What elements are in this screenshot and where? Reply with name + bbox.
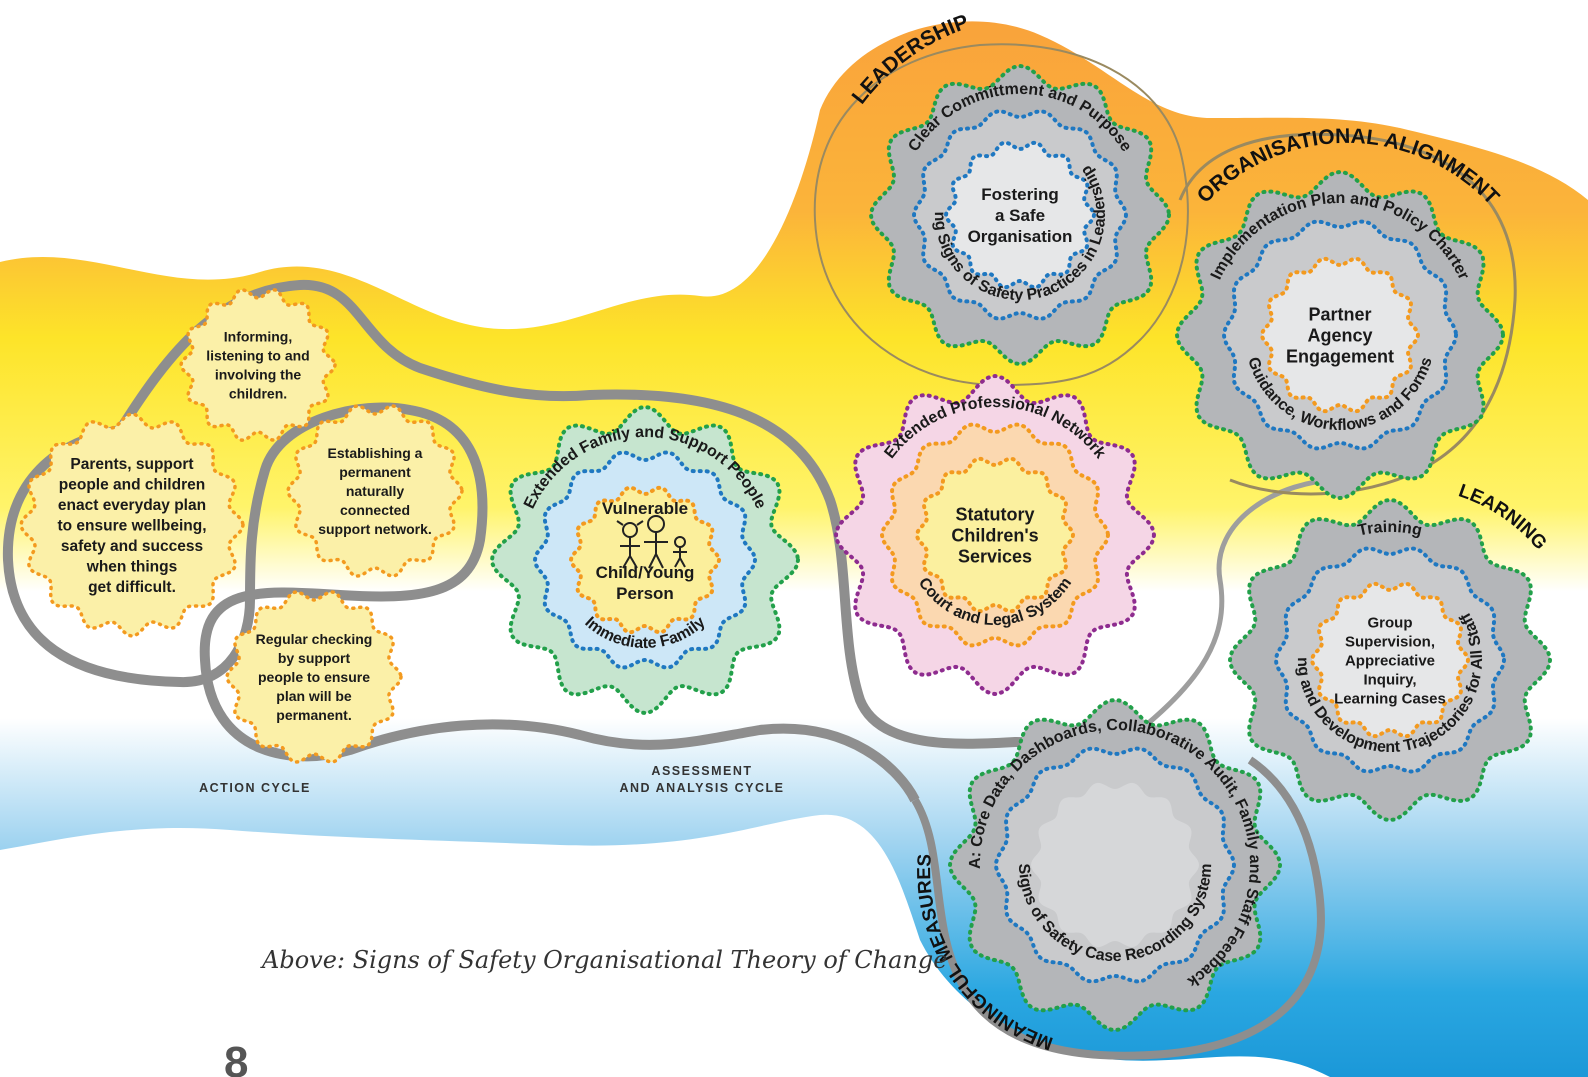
bubble-establishing-line-3: naturally [346,483,405,499]
bubble-establishing-line-4: connected [340,502,410,518]
bubble-establishing-line-1: Establishing a [328,445,423,461]
family-stick-figures-icon [616,515,687,569]
action-cycle-loop [2,279,1102,803]
bubble-parents-line-2: people and children [59,476,205,493]
bubble-regular-line-2: by support [278,650,351,666]
bubble-regular-line-5: permanent. [276,707,351,723]
assessment-cycle-loop [911,756,1325,1060]
family-center-line-2: Child/Young [596,563,695,582]
bubble-informing-shape [179,288,337,442]
bubble-establishing-shape [286,404,464,578]
bubble-informing-line-4: children. [229,385,287,401]
bubble-regular-line-3: people to ensure [258,669,370,685]
bubble-establishing-line-2: permanent [339,464,411,480]
bubble-parents-line-3: enact everyday plan [58,497,206,514]
learning-center-line-5: Learning Cases [1334,690,1446,707]
bubble-informing-line-3: involving the [215,366,302,382]
page-number: 8 [224,1038,248,1077]
professional-center [914,456,1076,614]
family-center-line-3: Person [616,584,674,603]
bubble-parents-line-6: when things [86,558,177,575]
professional-center-line-2: Children's [951,525,1038,545]
leadership-center-line-3: Organisation [968,227,1073,246]
family-center-line-1: Vulnerable [602,499,688,518]
leadership-center-line-1: Fostering [981,185,1058,204]
measures-center [1031,782,1199,948]
professional-center-line-1: Statutory [955,504,1034,524]
regular-checking-bubble: Regular checking by support people to ensu… [225,590,403,764]
bubble-parents-shape [19,412,245,638]
family-center [568,485,722,635]
learning-center-line-1: Group [1368,614,1413,631]
learning-center-line-2: Supervision, [1345,633,1435,650]
alignment-center-line-1: Partner [1308,304,1371,324]
assessment-cycle-label-line1: ASSESSMENT [651,764,752,778]
bubble-parents-line-1: Parents, support [70,456,193,473]
bubble-regular-shape [225,590,403,764]
bubble-parents-line-5: safety and success [61,538,203,555]
leadership-center-line-2: a Safe [995,206,1045,225]
measures-flower [947,697,1283,1033]
learning-center-line-4: Inquiry, [1363,671,1416,688]
leadership-outline [813,43,1189,386]
alignment-outline [1178,132,1517,496]
professional-center-line-3: Services [958,546,1032,566]
bubble-parents-line-7: get difficult. [88,579,176,596]
learning-outer-ring-label: Training [1356,519,1423,540]
bubble-parents-line-4: to ensure wellbeing, [58,517,207,534]
learning-center-line-3: Appreciative [1345,652,1435,669]
establishing-bubble: Establishing a permanent naturally connecte… [286,404,464,578]
bubble-regular-line-4: plan will be [276,688,352,704]
informing-bubble: Informing, listening to and involving the c… [179,288,337,442]
assessment-cycle-label-line2: AND ANALYSIS CYCLE [620,781,785,795]
alignment-center-line-2: Agency [1307,325,1372,345]
parents-bubble: Parents, support people and children enact… [19,412,245,638]
bubble-establishing-line-5: support network. [318,521,432,537]
figure-caption: Above: Signs of Safety Organisational Th… [260,946,947,974]
bubble-informing-line-2: listening to and [206,347,309,363]
action-cycle-label: ACTION CYCLE [199,781,311,795]
leadership-center [943,140,1097,290]
learning-center [1309,581,1471,739]
bubble-informing-line-1: Informing, [224,328,292,344]
alignment-center [1259,256,1421,414]
alignment-center-line-3: Engagement [1286,346,1394,366]
bubble-regular-line-1: Regular checking [256,631,373,647]
